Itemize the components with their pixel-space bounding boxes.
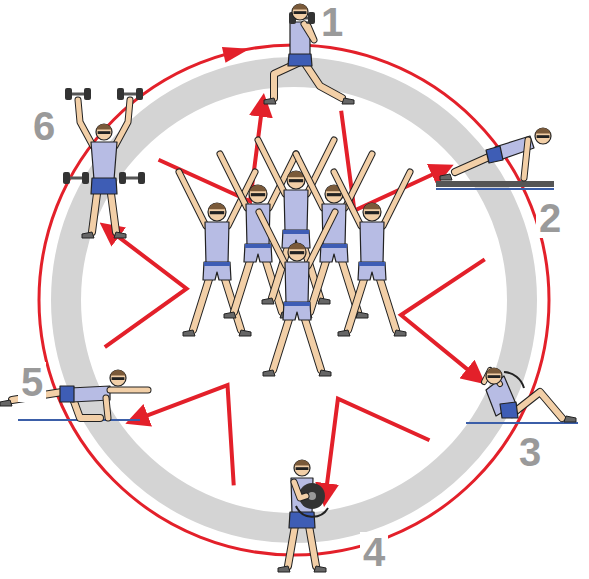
- circle-arrowhead: [222, 47, 250, 63]
- callout-number: 6: [30, 106, 58, 146]
- grey-ring: [66, 72, 522, 528]
- jumping-jack-figure: [334, 172, 410, 336]
- overhead-press-figure: [63, 88, 145, 238]
- callout-number: 4: [360, 532, 388, 572]
- station-arrow: [105, 228, 187, 347]
- crunch-figure: [466, 368, 578, 423]
- station-arrow: [341, 111, 445, 211]
- jumping-jack-figure: [259, 212, 335, 376]
- callout-number: 1: [318, 2, 346, 42]
- red-circuit-circle: [39, 45, 549, 555]
- callout-number: 2: [536, 198, 564, 238]
- callout-number: 5: [18, 362, 46, 402]
- station-arrow: [325, 399, 429, 498]
- twist-figure: [278, 460, 328, 572]
- station-arrow: [134, 385, 233, 485]
- station-arrow: [401, 259, 485, 378]
- plank-figure: [436, 128, 554, 189]
- callout-number: 3: [516, 432, 544, 472]
